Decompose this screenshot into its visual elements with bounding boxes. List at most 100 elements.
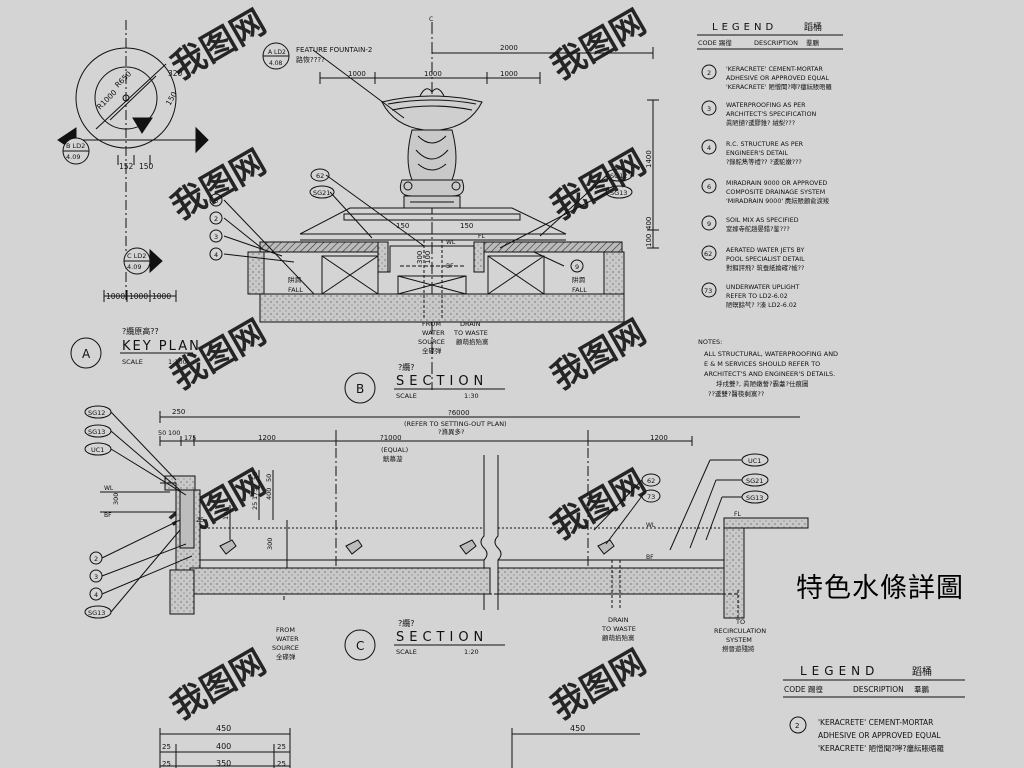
level-label: BF [104, 512, 112, 519]
section-c-title: SECTION [396, 630, 488, 645]
legend-line: 眞陋擿?逶膠錐? 絨梨??? [726, 118, 795, 127]
tag-label: 3 [94, 573, 98, 581]
from-label: FROM [276, 626, 295, 634]
legend-code: 2 [795, 722, 799, 730]
feature-label: FEATURE FOUNTAIN-2 [296, 46, 372, 54]
drawing-title: 特色水條詳圖 [796, 573, 964, 604]
legend-line: MIRADRAIN 9000 OR APPROVED [726, 180, 827, 187]
legend-line: 陋螟餘芞? ?湊 LD2-6.02 [726, 300, 797, 309]
legend-line: AERATED WATER JETS BY [726, 247, 804, 254]
from-label: 全碟弹 [422, 346, 442, 355]
legend-line: ADHESIVE OR APPROVED EQUAL [726, 75, 829, 82]
legend-heading: LEGEND [712, 22, 777, 33]
legend-line: 'KERACRETE' CEMENT-MORTAR [726, 66, 823, 73]
legend-code: 62 [704, 250, 712, 258]
key-plan [57, 20, 209, 302]
tag-label: SG12 [88, 409, 105, 417]
dim-label: 1000 [129, 292, 148, 301]
dim-label: 100 [168, 429, 180, 437]
tag-label: SG13 [610, 189, 627, 197]
legend-code: 6 [707, 183, 711, 191]
legend-code-circle [701, 245, 717, 261]
watermark: 我图网 [545, 462, 653, 548]
tag-label: 6 [214, 197, 218, 205]
notes-line: E & M SERVICES SHOULD REFER TO [704, 360, 820, 368]
legend-desc-header-cn: 羣鵬 [806, 38, 820, 47]
legend-line: UNDERWATER UPLIGHT [726, 284, 800, 291]
legend-line: ADHESIVE OR APPROVED EQUAL [818, 731, 941, 740]
legend-code-header: CODE 踢徨 [698, 38, 732, 47]
level-label: FL [734, 511, 741, 518]
legend-code: 3 [707, 105, 711, 113]
level-label: WL [104, 485, 114, 492]
section-b-text: A LD2 4.08 FEATURE FOUNTAIN-2 路恢???? C 2… [214, 16, 653, 355]
section-c-drawing [84, 405, 809, 619]
dim-label: 2000 [500, 44, 518, 52]
legend-line: 對餌評飛? 筑蚕紙掄確?帔?? [726, 263, 804, 272]
watermark: 我图网 [545, 312, 653, 398]
drain-label: TO WASTE [601, 625, 636, 633]
legend-code: 2 [707, 69, 711, 77]
legend-line: 窒嫁寺舵趟晏錯?鉴??? [726, 224, 790, 233]
dim-label: R650 [113, 69, 133, 89]
equal-label: (EQUAL) [381, 446, 408, 454]
legend-code-circle [701, 100, 717, 116]
ref-bottom: 4.08 [269, 60, 283, 67]
recirc-label: TO [735, 618, 745, 626]
legend-line: R.C. STRUCTURE AS PER [726, 141, 804, 148]
tag-label: UC1 [748, 457, 761, 465]
dim-label: 1200 [650, 434, 668, 442]
dim-label: 25 [196, 516, 204, 524]
dim-label: 50 [251, 472, 259, 480]
key-plan-text: R650 R1000 320 150 152 150 1000 1000 100… [66, 69, 183, 301]
section-c-letter: C [356, 639, 364, 653]
from-label: FROM [422, 320, 441, 328]
key-plan-title-block: A ?纜原高?? KEY PLAN SCALE 1:100 [70, 326, 201, 369]
dim-label: 25 [277, 743, 286, 751]
section-c-title-cn: ?纜? [398, 618, 415, 628]
dim-label: 350 [216, 759, 231, 768]
refer-label-cn: ?滌異多? [438, 427, 464, 436]
dim-label: 50 [158, 429, 166, 437]
section-c-text: ?6000 (REFER TO SETTING-OUT PLAN) ?滌異多? … [88, 408, 766, 661]
scale-label: SCALE [396, 392, 417, 400]
legend-line: 'KERACRETE' CEMENT-MORTAR [818, 718, 933, 727]
notes-line: ARCHITECT'S AND ENGINEER'S DETAILS. [704, 370, 835, 378]
ref-bottom: 4.09 [127, 263, 141, 271]
tag-label: SG21 [313, 189, 330, 197]
key-plan-title: KEY PLAN [122, 339, 201, 354]
dim-label: 250 [172, 408, 185, 416]
dim-label: 150 [139, 162, 154, 171]
tag-label: SG13 [746, 494, 763, 502]
watermark: 我图网 [165, 312, 273, 398]
legend-code-circle [701, 139, 717, 155]
dim-label: 152 [119, 162, 134, 171]
ref-top: A LD2 [268, 49, 286, 56]
section-c-title-block: C ?纜? SECTION SCALE 1:20 [344, 618, 505, 661]
dim-label: 25 [162, 743, 171, 751]
dim-label: 1000 [348, 70, 366, 78]
scale-value: 1:20 [464, 648, 479, 656]
level-label: BF [646, 554, 654, 561]
fall-label-cn: 阱澗 [572, 275, 585, 284]
dim-label: 1000 [500, 70, 518, 78]
legend-code-header: CODE 踢徨 [784, 684, 824, 694]
watermark: 我图网 [545, 2, 653, 88]
tag-label: 9 [575, 263, 579, 271]
level-label: WL [646, 522, 656, 529]
from-label: WATER [422, 329, 445, 337]
legend-line: 'KERACRETE' 陋憎聞?嚀?瘻紜賬晤羅 [726, 82, 833, 91]
tag-label: 73 [647, 493, 655, 501]
level-label: WL [446, 239, 456, 246]
dim-label: 1000 [106, 292, 125, 301]
drain-label: DRAIN [608, 616, 629, 624]
dim-label: 100 [424, 251, 432, 264]
drain-label: TO WASTE [453, 329, 488, 337]
notes-line: ALL STRUCTURAL, WATERPROOFING AND [704, 350, 838, 358]
dim-label: 1200 [258, 434, 276, 442]
tag-label: 62 [316, 172, 324, 180]
from-label: 全碟弹 [276, 652, 296, 661]
legend-code: 73 [704, 287, 712, 295]
dim-label: R1000 [95, 88, 119, 112]
